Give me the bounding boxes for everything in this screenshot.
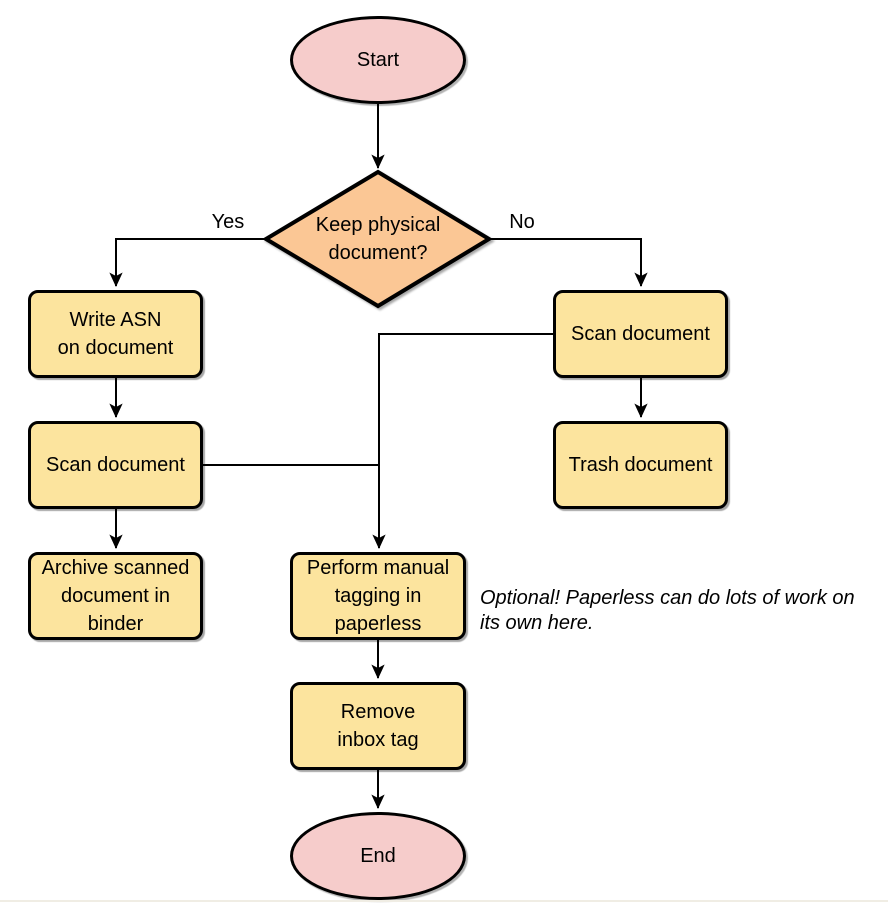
node-manual-tagging: Perform manual tagging in paperless	[290, 552, 466, 640]
node-remove-inbox-tag-label: Remove inbox tag	[337, 701, 419, 751]
node-trash-document-label: Trash document	[568, 454, 713, 476]
node-end-label: End	[360, 845, 396, 867]
edge-scanright-to-tagging	[372, 333, 553, 549]
node-remove-inbox-tag: Remove inbox tag	[290, 682, 466, 770]
node-scan-document-left: Scan document	[28, 421, 203, 509]
node-write-asn: Write ASN on document	[28, 290, 203, 378]
node-decision-label: Keep physical document?	[315, 214, 441, 264]
node-start: Start	[290, 16, 466, 104]
edge-label-yes: Yes	[209, 211, 247, 233]
node-start-label: Start	[356, 49, 400, 71]
node-end: End	[290, 812, 466, 900]
node-trash-document: Trash document	[553, 421, 728, 509]
edge-decision-yes	[109, 238, 266, 287]
page-bottom-edge	[0, 900, 888, 902]
node-archive-document-label: Archive scanned document in binder	[41, 557, 190, 635]
edge-decision-no	[489, 238, 648, 287]
node-scan-document-right: Scan document	[553, 290, 728, 378]
optional-annotation: Optional! Paperless can do lots of work …	[480, 587, 855, 634]
node-manual-tagging-label: Perform manual tagging in paperless	[306, 557, 450, 635]
edge-label-no: No	[507, 211, 537, 233]
node-archive-document: Archive scanned document in binder	[28, 552, 203, 640]
node-write-asn-label: Write ASN on document	[57, 309, 174, 359]
decision-shape	[262, 169, 493, 309]
node-scan-document-right-label: Scan document	[571, 323, 710, 345]
node-scan-document-left-label: Scan document	[46, 454, 185, 476]
